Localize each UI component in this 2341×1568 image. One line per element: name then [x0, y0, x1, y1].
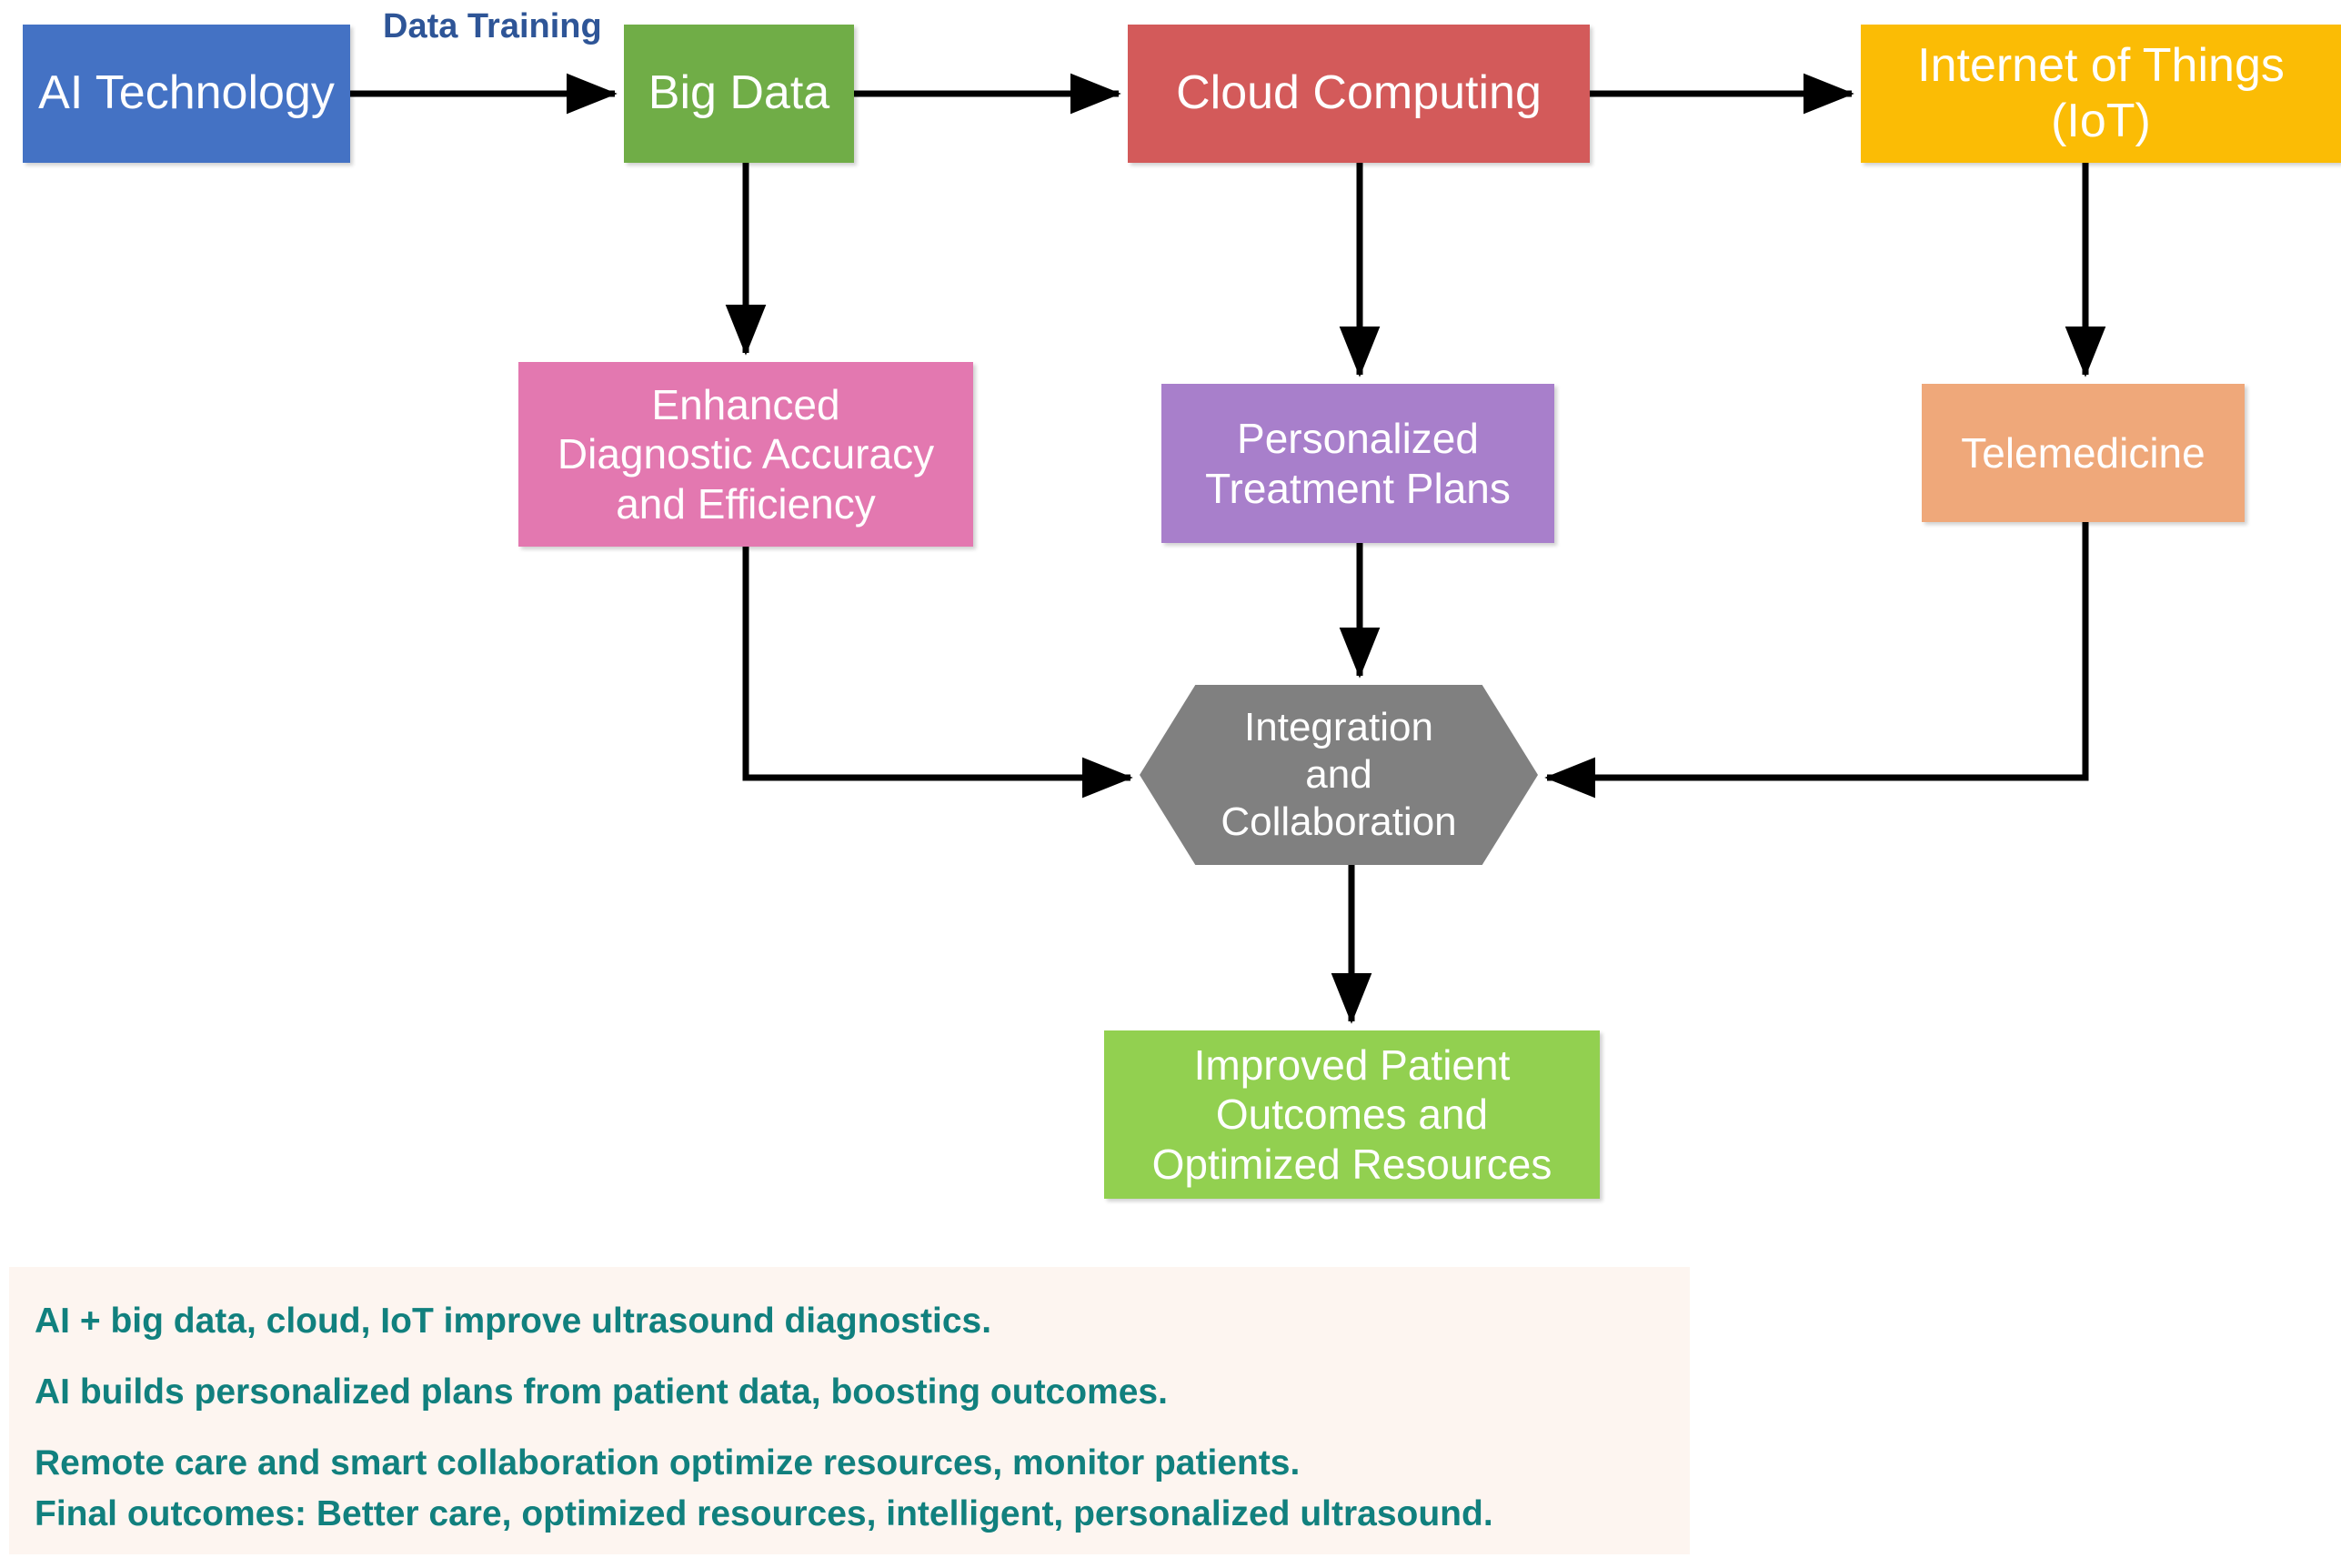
summary-line-2: AI builds personalized plans from patien…: [35, 1372, 1168, 1412]
summary-panel: AI + big data, cloud, IoT improve ultras…: [9, 1267, 1690, 1554]
node-enhanced-diagnostic-accuracy[interactable]: Enhanced Diagnostic Accuracy and Efficie…: [518, 362, 973, 547]
node-integration-and-collaboration[interactable]: Integration and Collaboration: [1140, 685, 1538, 865]
edge-label-data-training: Data Training: [383, 7, 602, 45]
node-big-data[interactable]: Big Data: [624, 25, 854, 163]
summary-line-1: AI + big data, cloud, IoT improve ultras…: [35, 1302, 992, 1341]
node-cloud-computing[interactable]: Cloud Computing: [1128, 25, 1590, 163]
summary-line-4: Final outcomes: Better care, optimized r…: [35, 1494, 1493, 1533]
summary-line-3: Remote care and smart collaboration opti…: [35, 1443, 1301, 1483]
node-improved-patient-outcomes[interactable]: Improved Patient Outcomes and Optimized …: [1104, 1030, 1600, 1199]
node-telemedicine[interactable]: Telemedicine: [1922, 384, 2245, 522]
node-internet-of-things[interactable]: Internet of Things (IoT): [1861, 25, 2341, 163]
arrow-diagnostic-to-integration: [742, 547, 1133, 799]
node-ai-technology[interactable]: AI Technology: [23, 25, 350, 163]
node-personalized-treatment-plans[interactable]: Personalized Treatment Plans: [1161, 384, 1554, 543]
arrow-telemedicine-to-integration: [1544, 522, 2089, 799]
